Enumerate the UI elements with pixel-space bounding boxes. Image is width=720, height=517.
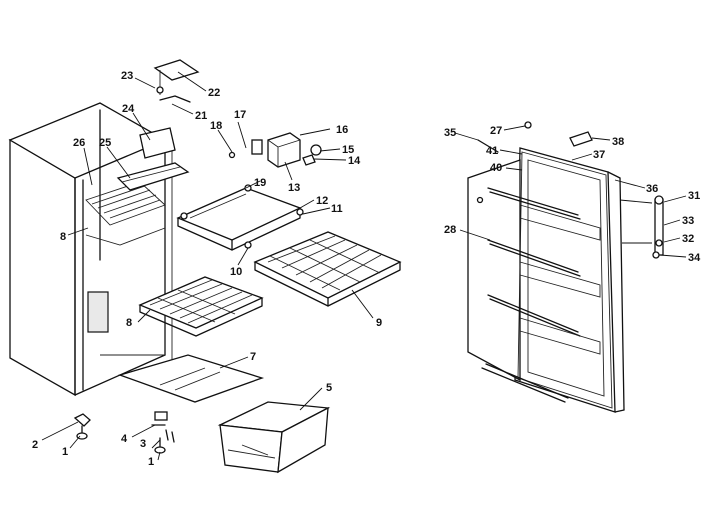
callout-19: 19 (254, 177, 266, 189)
callout-22: 22 (208, 87, 220, 99)
glass-shelf-7 (117, 354, 265, 403)
callout-34: 34 (688, 252, 701, 264)
top-bracket-parts (153, 59, 200, 103)
callout-4: 4 (121, 433, 128, 445)
callout-36: 36 (646, 183, 658, 195)
door-hinge-parts (619, 195, 664, 259)
callout-37: 37 (593, 149, 605, 161)
callout-35: 35 (444, 127, 456, 139)
callout-31: 31 (688, 190, 700, 202)
callout-24: 24 (122, 103, 135, 115)
callout-7: 7 (250, 351, 256, 363)
control-box-parts (228, 132, 322, 168)
callout-labels: 23 22 21 24 26 25 18 17 16 15 14 13 19 1… (32, 70, 701, 468)
callout-41: 41 (486, 145, 498, 157)
callout-40: 40 (490, 162, 502, 174)
callout-8-shelf: 8 (126, 317, 132, 329)
callout-1-right: 1 (148, 456, 154, 468)
refrigerator-door (467, 147, 625, 413)
callout-3: 3 (140, 438, 146, 450)
callout-21: 21 (195, 110, 207, 122)
callout-32: 32 (682, 233, 694, 245)
callout-15: 15 (342, 144, 354, 156)
callout-14: 14 (348, 155, 361, 167)
callout-5: 5 (326, 382, 332, 394)
callout-10: 10 (230, 266, 242, 278)
crisper-drawer-5 (217, 401, 331, 474)
callout-17: 17 (234, 109, 246, 121)
evaporator-cover-part (116, 127, 190, 191)
callout-11: 11 (331, 203, 343, 215)
wire-shelf-9 (253, 231, 402, 307)
leader-lines (41, 71, 687, 461)
callout-26: 26 (73, 137, 85, 149)
callout-9: 9 (376, 317, 382, 329)
callout-23: 23 (121, 70, 133, 82)
door-top-parts (477, 121, 593, 153)
callout-8-left: 8 (60, 231, 66, 243)
callout-2: 2 (32, 439, 38, 451)
callout-38: 38 (612, 136, 624, 148)
refrigerator-cabinet (8, 102, 173, 397)
callout-28: 28 (444, 224, 456, 236)
callout-13: 13 (288, 182, 300, 194)
callout-16: 16 (336, 124, 348, 136)
callout-1-left: 1 (62, 446, 68, 458)
wire-shelf-8 (138, 276, 264, 337)
callout-18: 18 (210, 120, 222, 132)
drip-tray-part (176, 184, 304, 251)
callout-27: 27 (490, 125, 502, 137)
callout-25: 25 (99, 137, 111, 149)
callout-12: 12 (316, 195, 328, 207)
callout-33: 33 (682, 215, 694, 227)
